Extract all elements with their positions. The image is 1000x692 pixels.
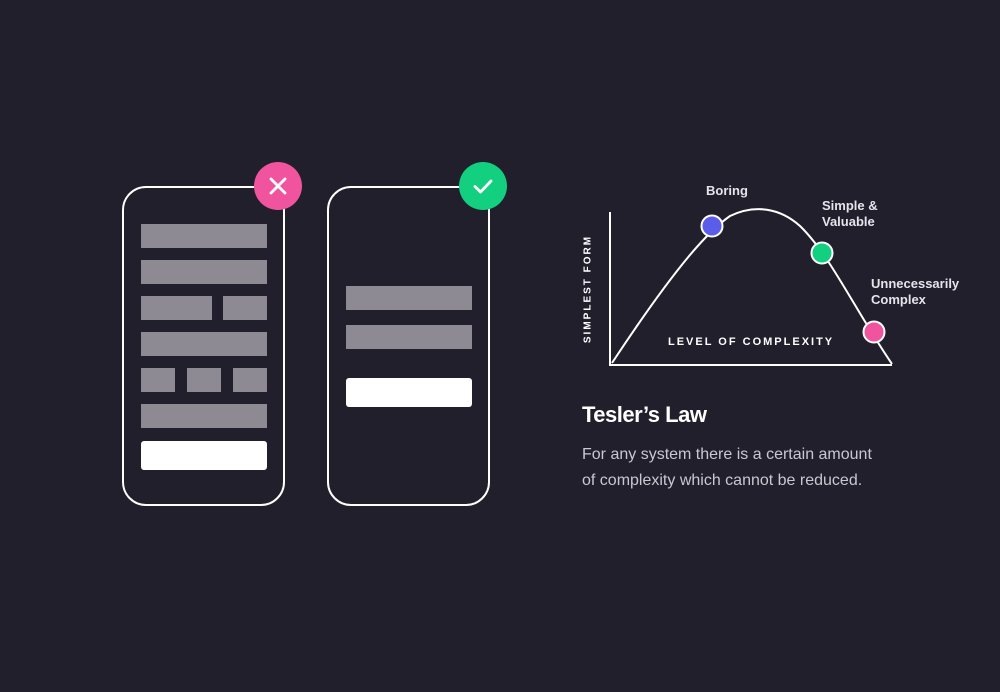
x-axis-label: LEVEL OF COMPLEXITY (668, 336, 835, 348)
placeholder-bar (187, 368, 221, 392)
approved-badge (459, 162, 507, 210)
complexity-chart (609, 208, 893, 366)
close-icon (269, 177, 287, 195)
simple-valuable-line2: Valuable (822, 214, 875, 229)
placeholder-bar (141, 368, 175, 392)
placeholder-bar (346, 286, 472, 310)
placeholder-bar (141, 296, 212, 320)
placeholder-bar (141, 332, 267, 356)
unnecessarily-complex-point (862, 320, 886, 344)
placeholder-bar (141, 260, 267, 284)
check-icon (473, 179, 493, 194)
simple-valuable-line1: Simple & (822, 198, 878, 213)
placeholder-bar (233, 368, 267, 392)
law-description: For any system there is a certain amount… (582, 446, 872, 489)
law-title: Tesler’s Law (582, 402, 707, 427)
cluttered-phone-mockup (122, 186, 285, 506)
boring-label: Boring (706, 183, 748, 199)
placeholder-button (346, 378, 472, 407)
placeholder-bar (223, 296, 267, 320)
unnecessarily-complex-line1: Unnecessarily (871, 276, 960, 291)
placeholder-bar (141, 404, 267, 428)
boring-point (700, 214, 724, 238)
complexity-curve (611, 208, 893, 365)
simple-valuable-label: Simple & Valuable (822, 198, 878, 230)
simple-valuable-point (810, 241, 834, 265)
simple-phone-mockup (327, 186, 490, 506)
rejected-badge (254, 162, 302, 210)
unnecessarily-complex-label: Unnecessarily Complex (871, 276, 959, 308)
placeholder-bar (141, 224, 267, 248)
y-axis-label: SIMPLEST FORM (582, 234, 594, 344)
placeholder-bar (346, 325, 472, 349)
placeholder-button (141, 441, 267, 470)
boring-label-text: Boring (706, 183, 748, 198)
unnecessarily-complex-line2: Complex (871, 292, 926, 307)
